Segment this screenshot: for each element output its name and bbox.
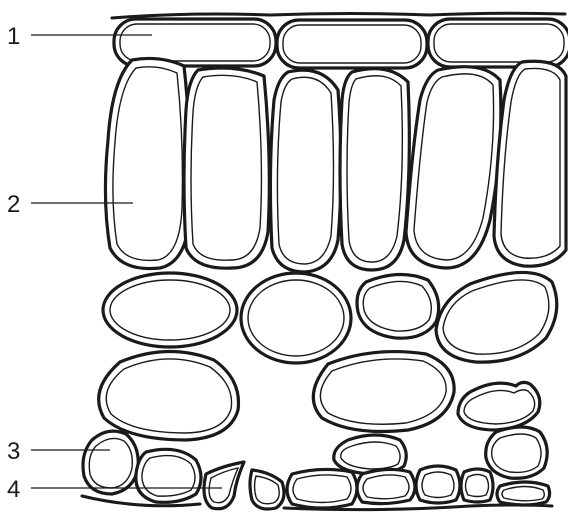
spongy-cell [136,449,201,502]
palisade-layer [105,58,566,272]
palisade-cell [270,70,341,272]
spongy-cell [486,427,547,478]
spongy-cell [436,272,557,362]
guard-cell [250,470,284,509]
spongy-cell [357,274,439,338]
spongy-cell [103,273,237,347]
palisade-cell [105,58,190,268]
spongy-mesophyll [83,272,557,502]
spongy-cell [313,352,454,432]
upper-cuticle-line [112,13,565,18]
lower-epidermis-cell [357,469,415,503]
lower-epidermis-cell [287,469,357,508]
spongy-cell [458,382,540,430]
label-1: 1 [7,23,20,50]
palisade-cell [494,61,566,266]
lower-epidermis-cell [461,469,493,502]
lower-epidermis-cell [416,466,460,503]
palisade-cell [406,67,501,268]
spongy-cell [241,273,351,363]
lower-epidermis-cell [497,482,550,505]
label-2: 2 [7,191,20,218]
palisade-cell [184,68,269,268]
guard-cell [204,462,244,509]
upper-epidermis [114,19,568,68]
label-3: 3 [7,438,20,465]
spongy-cell [83,431,138,494]
spongy-cell [99,351,239,440]
upper-epidermis-cell [277,20,427,68]
label-4: 4 [7,476,20,503]
palisade-cell [340,69,409,270]
upper-epidermis-cell [428,19,568,67]
